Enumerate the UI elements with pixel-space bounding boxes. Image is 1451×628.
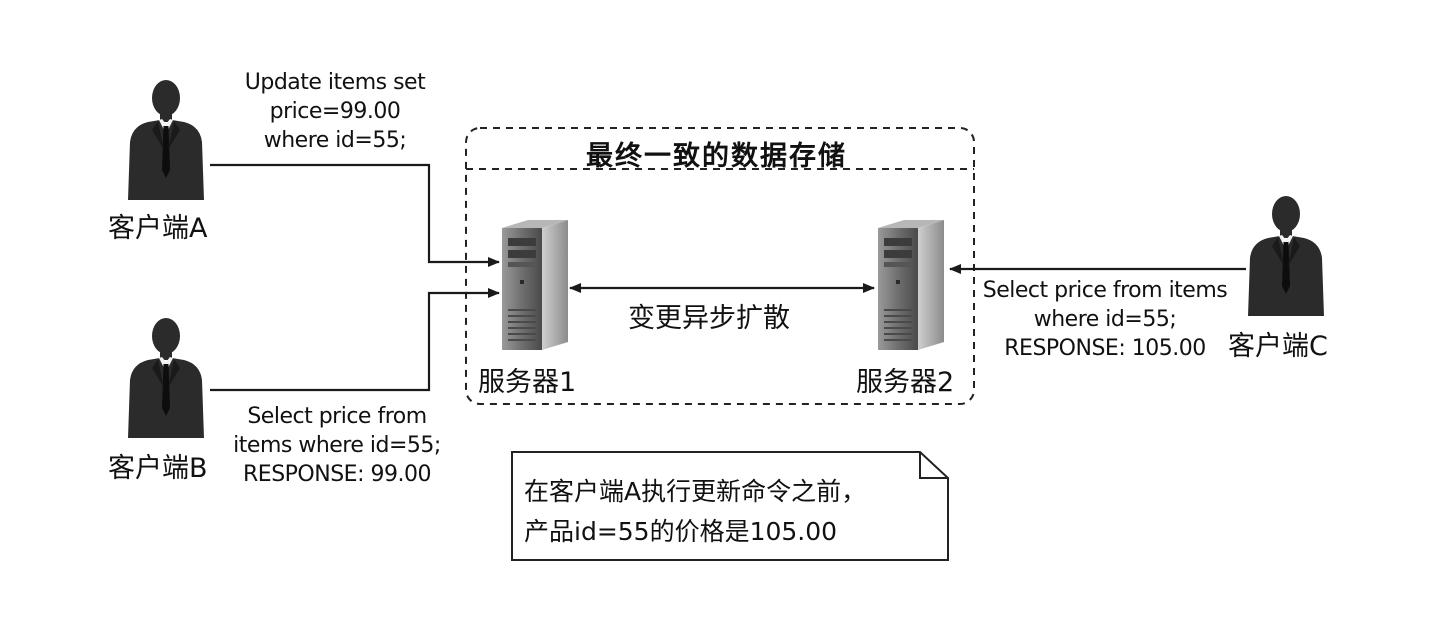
client-a-query: Update items set price=99.00 where id=55…: [230, 68, 440, 155]
query-line: Select price from items: [982, 278, 1228, 303]
client-b-businessman-icon: [128, 318, 204, 438]
server-1-icon: [501, 219, 569, 351]
client-a-connector: [210, 163, 500, 267]
note-line: 产品id=55的价格是105.00: [524, 517, 838, 546]
query-line: Update items set: [244, 70, 426, 95]
client-a-businessman-icon: [128, 80, 204, 200]
note-line: 在客户端A执行更新命令之前，: [524, 477, 867, 506]
client-b-label: 客户端B: [108, 453, 208, 484]
query-line: price=99.00: [269, 99, 401, 124]
client-b-query: Select price from items where id=55; RES…: [226, 402, 448, 489]
query-line: where id=55;: [263, 128, 407, 153]
client-c-query: Select price from items where id=55; RES…: [974, 276, 1236, 363]
query-line: where id=55;: [1033, 307, 1177, 332]
server-2-label: 服务器2: [856, 367, 955, 398]
datastore-title: 最终一致的数据存储: [586, 141, 847, 172]
query-line: RESPONSE: 105.00: [1004, 336, 1206, 361]
note-box: [511, 451, 949, 561]
query-line: RESPONSE: 99.00: [243, 462, 431, 487]
server-1-label: 服务器1: [478, 367, 577, 398]
server-2-icon: [877, 219, 945, 351]
client-c-businessman-icon: [1248, 196, 1324, 316]
query-line: items where id=55;: [233, 433, 441, 458]
datastore-container: [465, 127, 975, 405]
query-line: Select price from: [247, 404, 427, 429]
client-c-label: 客户端C: [1228, 331, 1328, 362]
note-fold: [919, 452, 948, 479]
client-a-label: 客户端A: [108, 213, 208, 244]
replication-label: 变更异步扩散: [628, 303, 790, 334]
note-text: 在客户端A执行更新命令之前， 产品id=55的价格是105.00: [512, 452, 948, 560]
client-b-connector: [210, 288, 500, 392]
